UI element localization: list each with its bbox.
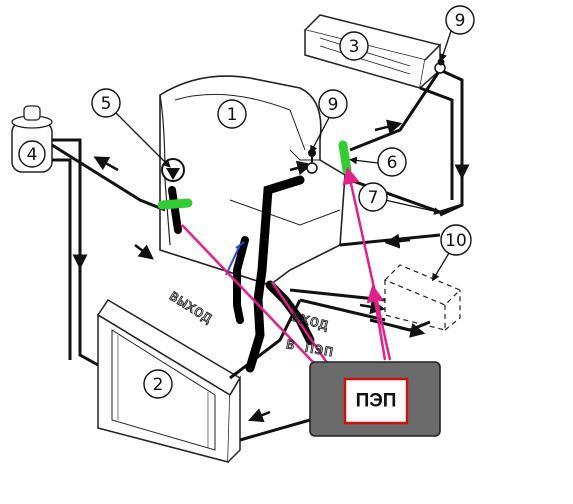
annotation-outlet: выход bbox=[166, 285, 217, 327]
callout-radiator-number: 2 bbox=[153, 375, 164, 395]
callout-water-pump: 5 bbox=[91, 88, 121, 118]
callout-valve-right: 9 bbox=[445, 5, 475, 35]
heater-core bbox=[303, 14, 442, 89]
callout-valve-right-number: 9 bbox=[455, 11, 466, 31]
annotation-inlet: вход bbox=[289, 306, 331, 334]
pep-label: ПЭП bbox=[356, 391, 397, 412]
callout-expansion-tank-number: 4 bbox=[27, 145, 38, 165]
callout-thermostat-number: 6 bbox=[387, 153, 398, 173]
extra-unit bbox=[383, 264, 462, 331]
callout-valve-left-number: 9 bbox=[328, 95, 339, 115]
callout-radiator: 2 bbox=[143, 369, 173, 399]
pep-unit: ПЭП bbox=[309, 361, 441, 437]
callout-coolant-hoses-number: 7 bbox=[368, 188, 379, 208]
callout-heater-core-number: 3 bbox=[349, 37, 360, 57]
callout-valve-left: 9 bbox=[318, 89, 348, 119]
callout-engine-number: 1 bbox=[227, 105, 238, 125]
callout-water-pump-number: 5 bbox=[101, 94, 112, 114]
callout-heater-core: 3 bbox=[339, 31, 369, 61]
callout-thermostat: 6 bbox=[377, 147, 407, 177]
callout-engine: 1 bbox=[217, 99, 247, 129]
callout-expansion-tank: 4 bbox=[18, 140, 46, 168]
green-markers bbox=[157, 140, 352, 210]
callout-extra-unit-number: 10 bbox=[445, 231, 467, 251]
callout-coolant-hoses: 7 bbox=[358, 182, 388, 212]
callout-extra-unit: 10 bbox=[440, 224, 472, 256]
heater-valve bbox=[434, 58, 446, 74]
flow-arrows bbox=[72, 119, 470, 423]
annotation-inlet-continued: в пэп bbox=[284, 333, 335, 360]
engine-block bbox=[159, 75, 346, 286]
blue-marker bbox=[225, 241, 245, 276]
leader-lines bbox=[114, 27, 453, 282]
